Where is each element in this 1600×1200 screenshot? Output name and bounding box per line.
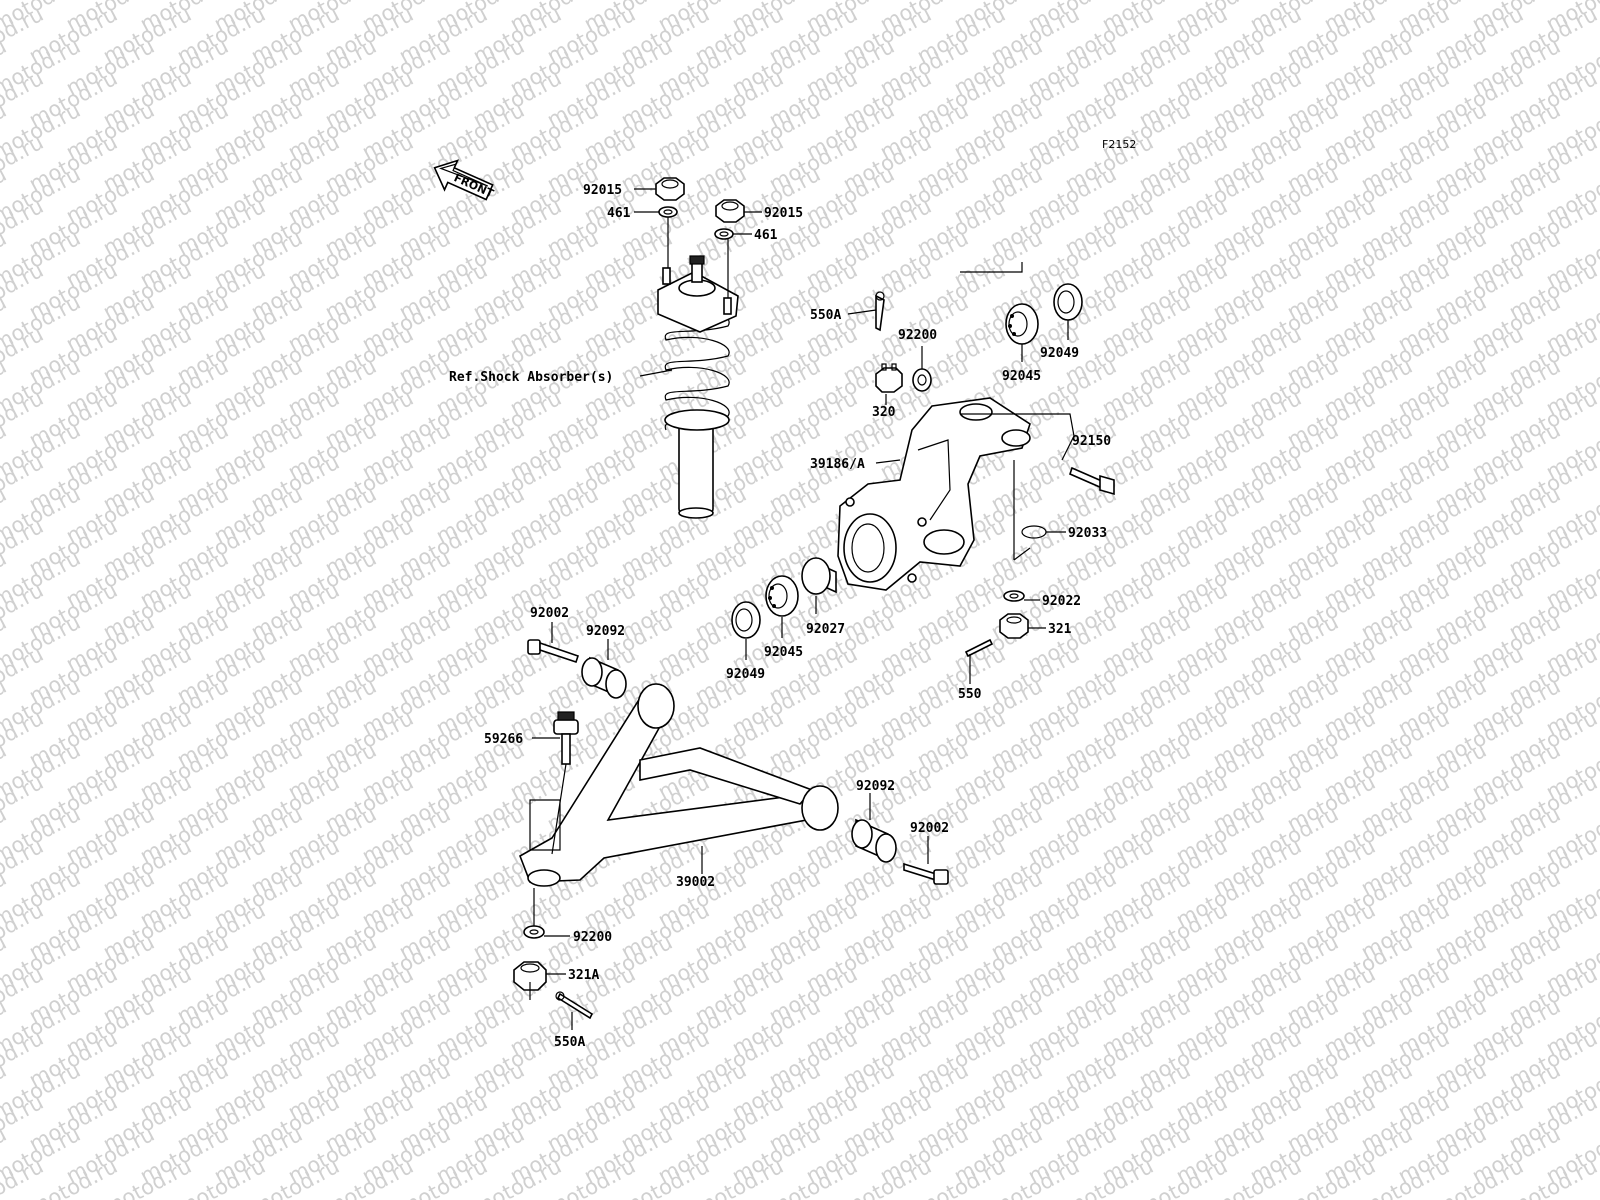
- label-39002: 39002: [676, 875, 715, 890]
- label-92002-a: 92002: [530, 606, 569, 621]
- ref-shock-absorber-label: Ref.Shock Absorber(s): [449, 370, 613, 385]
- label-92002-b: 92002: [910, 821, 949, 836]
- label-92022: 92022: [1042, 594, 1081, 609]
- label-550: 550: [958, 687, 982, 702]
- spacer-92027: [801, 557, 837, 595]
- label-59266: 59266: [484, 732, 523, 747]
- seal-92049-a: [1053, 283, 1083, 321]
- label-320: 320: [872, 405, 896, 420]
- label-461-a: 461: [607, 206, 631, 221]
- label-92045-b: 92045: [764, 645, 803, 660]
- label-321a: 321A: [568, 968, 599, 983]
- label-92150: 92150: [1072, 434, 1111, 449]
- nut-92015-b: [715, 199, 745, 223]
- label-92033: 92033: [1068, 526, 1107, 541]
- washer-461-b: [714, 228, 734, 240]
- label-321: 321: [1048, 622, 1072, 637]
- bearing-92045-a: [1005, 303, 1039, 345]
- label-550a-b: 550A: [554, 1035, 585, 1050]
- label-92092-b: 92092: [856, 779, 895, 794]
- label-92049-a: 92049: [1040, 346, 1079, 361]
- label-92015-b: 92015: [764, 206, 803, 221]
- label-92027: 92027: [806, 622, 845, 637]
- label-92049-b: 92049: [726, 667, 765, 682]
- label-550a-a: 550A: [810, 308, 841, 323]
- label-92092-a: 92092: [586, 624, 625, 639]
- label-39186a: 39186/A: [810, 457, 865, 472]
- washer-461-a: [658, 206, 678, 218]
- label-92045-a: 92045: [1002, 369, 1041, 384]
- figure-code: F2152: [1102, 138, 1136, 151]
- label-92200-b: 92200: [573, 930, 612, 945]
- nut-92015-a: [655, 177, 685, 201]
- washer-92200-b: [523, 925, 545, 939]
- seal-92049-b: [731, 601, 761, 639]
- label-461-b: 461: [754, 228, 778, 243]
- label-92015-a: 92015: [583, 183, 622, 198]
- bearing-92045-b: [765, 575, 799, 617]
- label-92200-a: 92200: [898, 328, 937, 343]
- castle-nut-321: [999, 613, 1029, 639]
- washer-92022: [1003, 590, 1025, 602]
- washer-92200-a: [912, 368, 932, 392]
